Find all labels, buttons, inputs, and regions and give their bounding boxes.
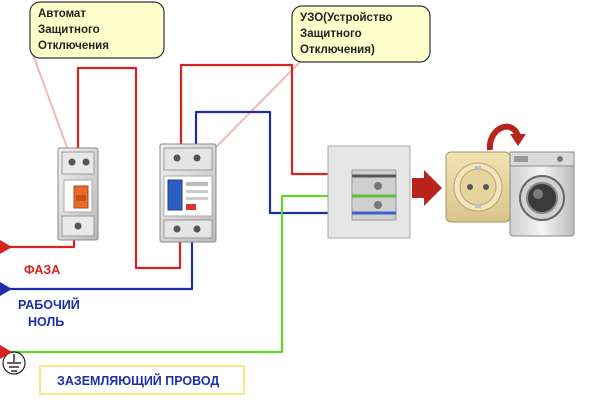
rcd-device	[159, 143, 217, 243]
ground-label-text: ЗАЗЕМЛЯЮЩИЙ ПРОВОД	[57, 373, 219, 388]
washing-machine-icon	[509, 151, 575, 237]
breaker-callout-line-2: Защитного	[38, 24, 100, 36]
rcd-callout: УЗО(Устройство Защитного Отключения)	[291, 5, 431, 63]
breaker-callout-line-1: Автомат	[38, 8, 86, 20]
neutral-label-line-1: РАБОЧИЙ	[18, 297, 80, 312]
plug-icon	[445, 151, 511, 223]
neutral-wire-in	[0, 240, 194, 291]
curved-arrow-icon	[486, 123, 521, 151]
phase-label: ФАЗА	[24, 263, 60, 277]
curved-arrow-head-icon	[510, 134, 526, 146]
neutral-label-line-2: НОЛЬ	[28, 315, 64, 329]
breaker-callout-pointer	[31, 51, 69, 151]
breaker-callout-line-3: Отключения	[38, 40, 109, 52]
ground-symbol-icon	[2, 351, 26, 375]
phase-arrow-icon	[0, 240, 12, 254]
rcd-callout-line-1: УЗО(Устройство	[300, 12, 393, 24]
right-arrow-icon	[412, 170, 442, 206]
neutral-wire-rcd-to-socket	[194, 110, 360, 215]
ground-wire	[0, 194, 360, 354]
circuit-breaker	[57, 147, 99, 241]
rcd-callout-line-2: Защитного	[300, 28, 362, 40]
rcd-callout-pointer	[214, 61, 301, 149]
socket-junction-box	[327, 145, 411, 239]
breaker-callout: Автомат Защитного Отключения	[29, 1, 165, 59]
phase-wire-rcd-to-socket	[179, 63, 360, 176]
neutral-arrow-icon	[0, 282, 12, 296]
ground-label: ЗАЗЕМЛЯЮЩИЙ ПРОВОД	[39, 365, 245, 395]
phase-wire-breaker-to-rcd	[76, 66, 182, 270]
rcd-callout-line-3: Отключения)	[300, 44, 375, 56]
ground-arrow-icon	[0, 345, 12, 359]
